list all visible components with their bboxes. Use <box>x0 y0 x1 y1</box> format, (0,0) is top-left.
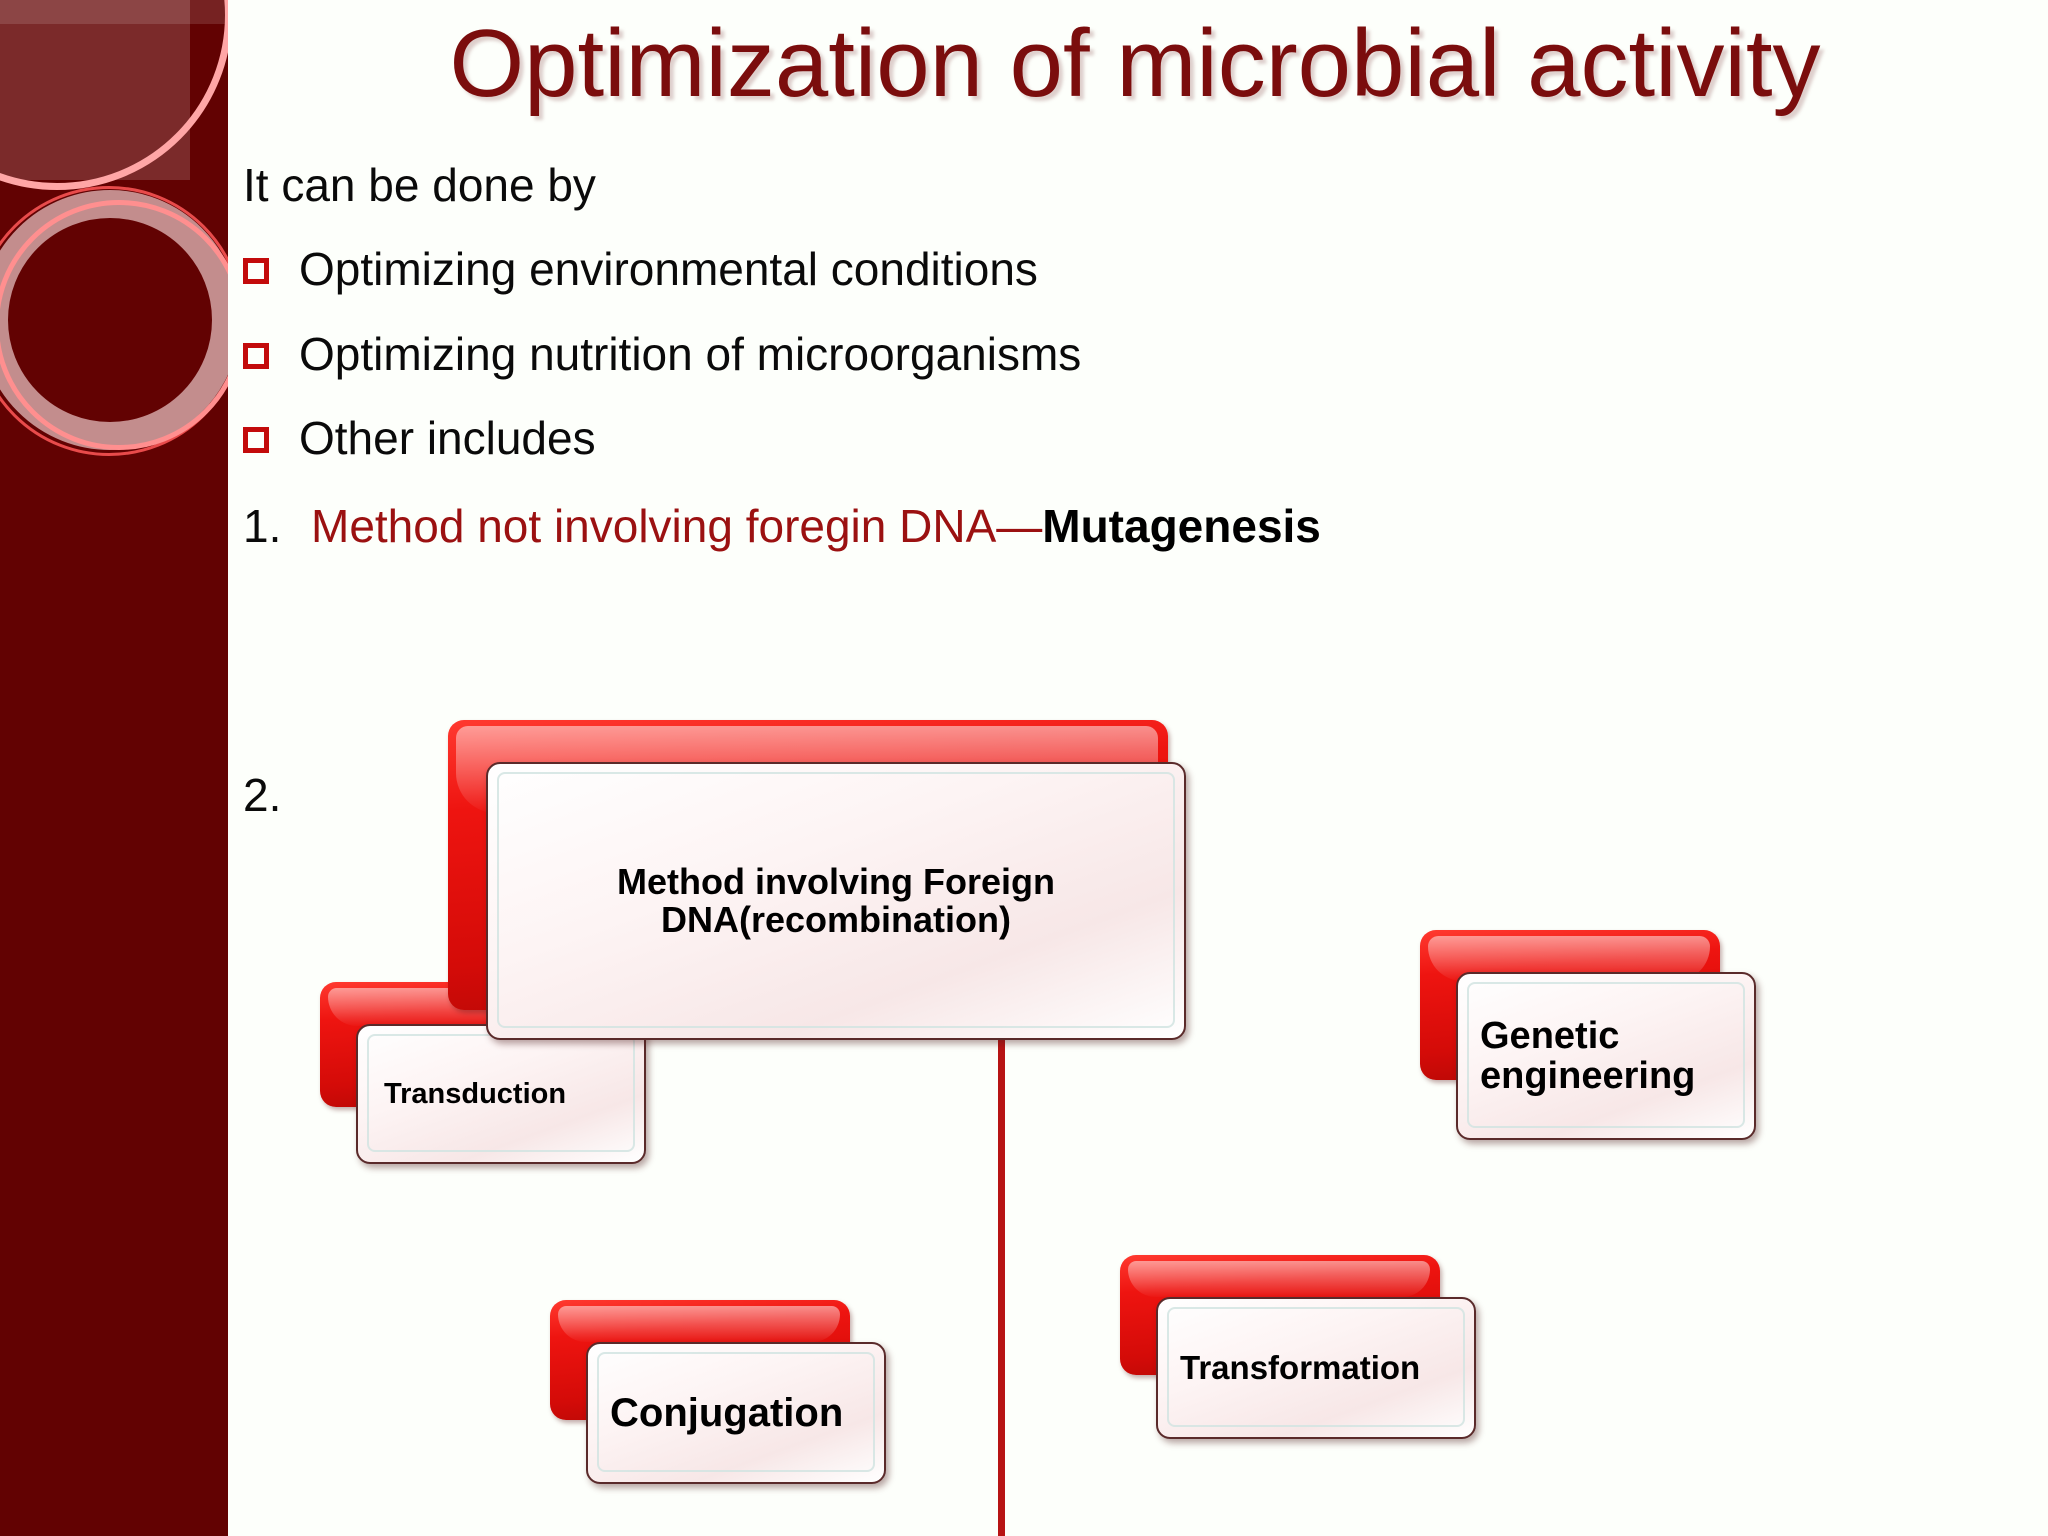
node-face: Method involving Foreign DNA(recombinati… <box>486 762 1186 1040</box>
diagram-node-conjugation[interactable]: Conjugation <box>550 1300 886 1484</box>
node-label: Transformation <box>1180 1348 1421 1386</box>
hollow-square-bullet-icon <box>243 342 269 369</box>
body-content: It can be done by Optimizing environment… <box>243 158 2003 553</box>
numbered-item-marker: 1. <box>243 500 282 553</box>
sidebar-decoration <box>0 0 228 1536</box>
node-face: Transformation <box>1156 1297 1476 1439</box>
node-label-line2: engineering <box>1480 1055 1696 1097</box>
bullet-text: Optimizing environmental conditions <box>299 243 1038 296</box>
numbered-item-1: 1. Method not involving foregin DNA—Muta… <box>243 499 2003 553</box>
diagram-node-center[interactable]: Method involving Foreign DNA(recombinati… <box>448 720 1186 1040</box>
bullet-text: Optimizing nutrition of microorganisms <box>299 327 1082 380</box>
node-label: Method involving Foreign DNA(recombinati… <box>591 860 1081 940</box>
decorative-ring-large-icon <box>0 0 228 190</box>
lead-line: It can be done by <box>243 159 596 211</box>
list-item: Other includes <box>243 411 2003 465</box>
node-face: Genetic engineering <box>1456 972 1756 1140</box>
hierarchy-diagram: Method involving Foreign DNA(recombinati… <box>320 720 1850 1536</box>
node-label-line1: Method involving Foreign <box>617 860 1055 902</box>
numbered-item-text-bold: Mutagenesis <box>1042 500 1321 553</box>
node-label-line1: Genetic <box>1480 1014 1620 1057</box>
node-label-line2: DNA(recombination) <box>660 899 1011 940</box>
diagram-node-genetic-engineering[interactable]: Genetic engineering <box>1420 930 1756 1140</box>
numbered-item-2-marker: 2. <box>243 769 282 821</box>
node-label: Transduction <box>384 1077 567 1110</box>
hollow-square-bullet-icon <box>243 426 269 453</box>
numbered-item-text-red: Method not involving foregin DNA <box>311 500 997 553</box>
list-item: Optimizing environmental conditions <box>243 242 2003 296</box>
node-face: Conjugation <box>586 1342 886 1484</box>
decorative-ring-outline-icon <box>0 186 228 456</box>
numbered-item-text: Method not involving foregin DNA—Mutagen… <box>311 499 1321 553</box>
bottom-strip <box>228 1464 2048 1536</box>
node-face: Transduction <box>356 1024 646 1164</box>
em-dash: — <box>996 500 1043 553</box>
list-item: Optimizing nutrition of microorganisms <box>243 327 2003 381</box>
bullet-text: Other includes <box>299 411 596 464</box>
node-label: Conjugation <box>610 1390 844 1435</box>
diagram-node-transformation[interactable]: Transformation <box>1120 1255 1476 1439</box>
page-title: Optimization of microbial activity <box>449 10 1821 117</box>
hollow-square-bullet-icon <box>243 258 269 285</box>
node-label: Genetic engineering <box>1458 1014 1696 1097</box>
connector-trunk <box>998 1008 1005 1536</box>
decorative-ring-thin-icon <box>0 200 228 450</box>
